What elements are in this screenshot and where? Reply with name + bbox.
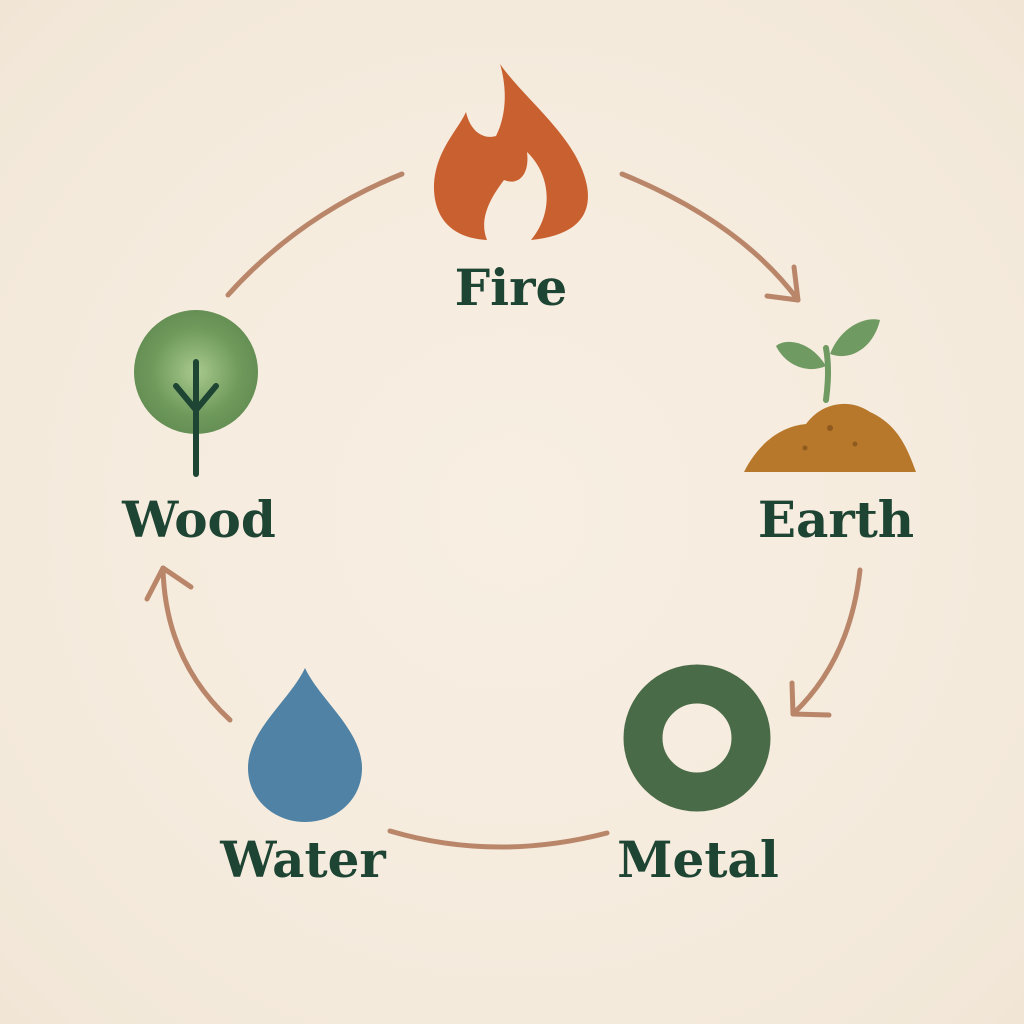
ring-icon [623, 664, 771, 812]
arrow-fire-to-earth [619, 171, 801, 303]
water-drop-icon [248, 668, 362, 822]
soil-sprout-icon [744, 319, 916, 472]
node-label-metal: Metal [617, 830, 779, 889]
tree-icon [134, 310, 258, 477]
node-label-wood: Wood [122, 490, 276, 549]
arrow-wood-to-fire [225, 171, 405, 298]
node-label-fire: Fire [454, 258, 568, 317]
flame-icon [433, 64, 588, 240]
arrow-earth-to-metal [789, 567, 863, 718]
node-label-water: Water [220, 830, 386, 889]
arrow-metal-to-water [387, 828, 610, 850]
arrow-water-to-wood [144, 565, 233, 723]
node-label-earth: Earth [757, 490, 915, 549]
